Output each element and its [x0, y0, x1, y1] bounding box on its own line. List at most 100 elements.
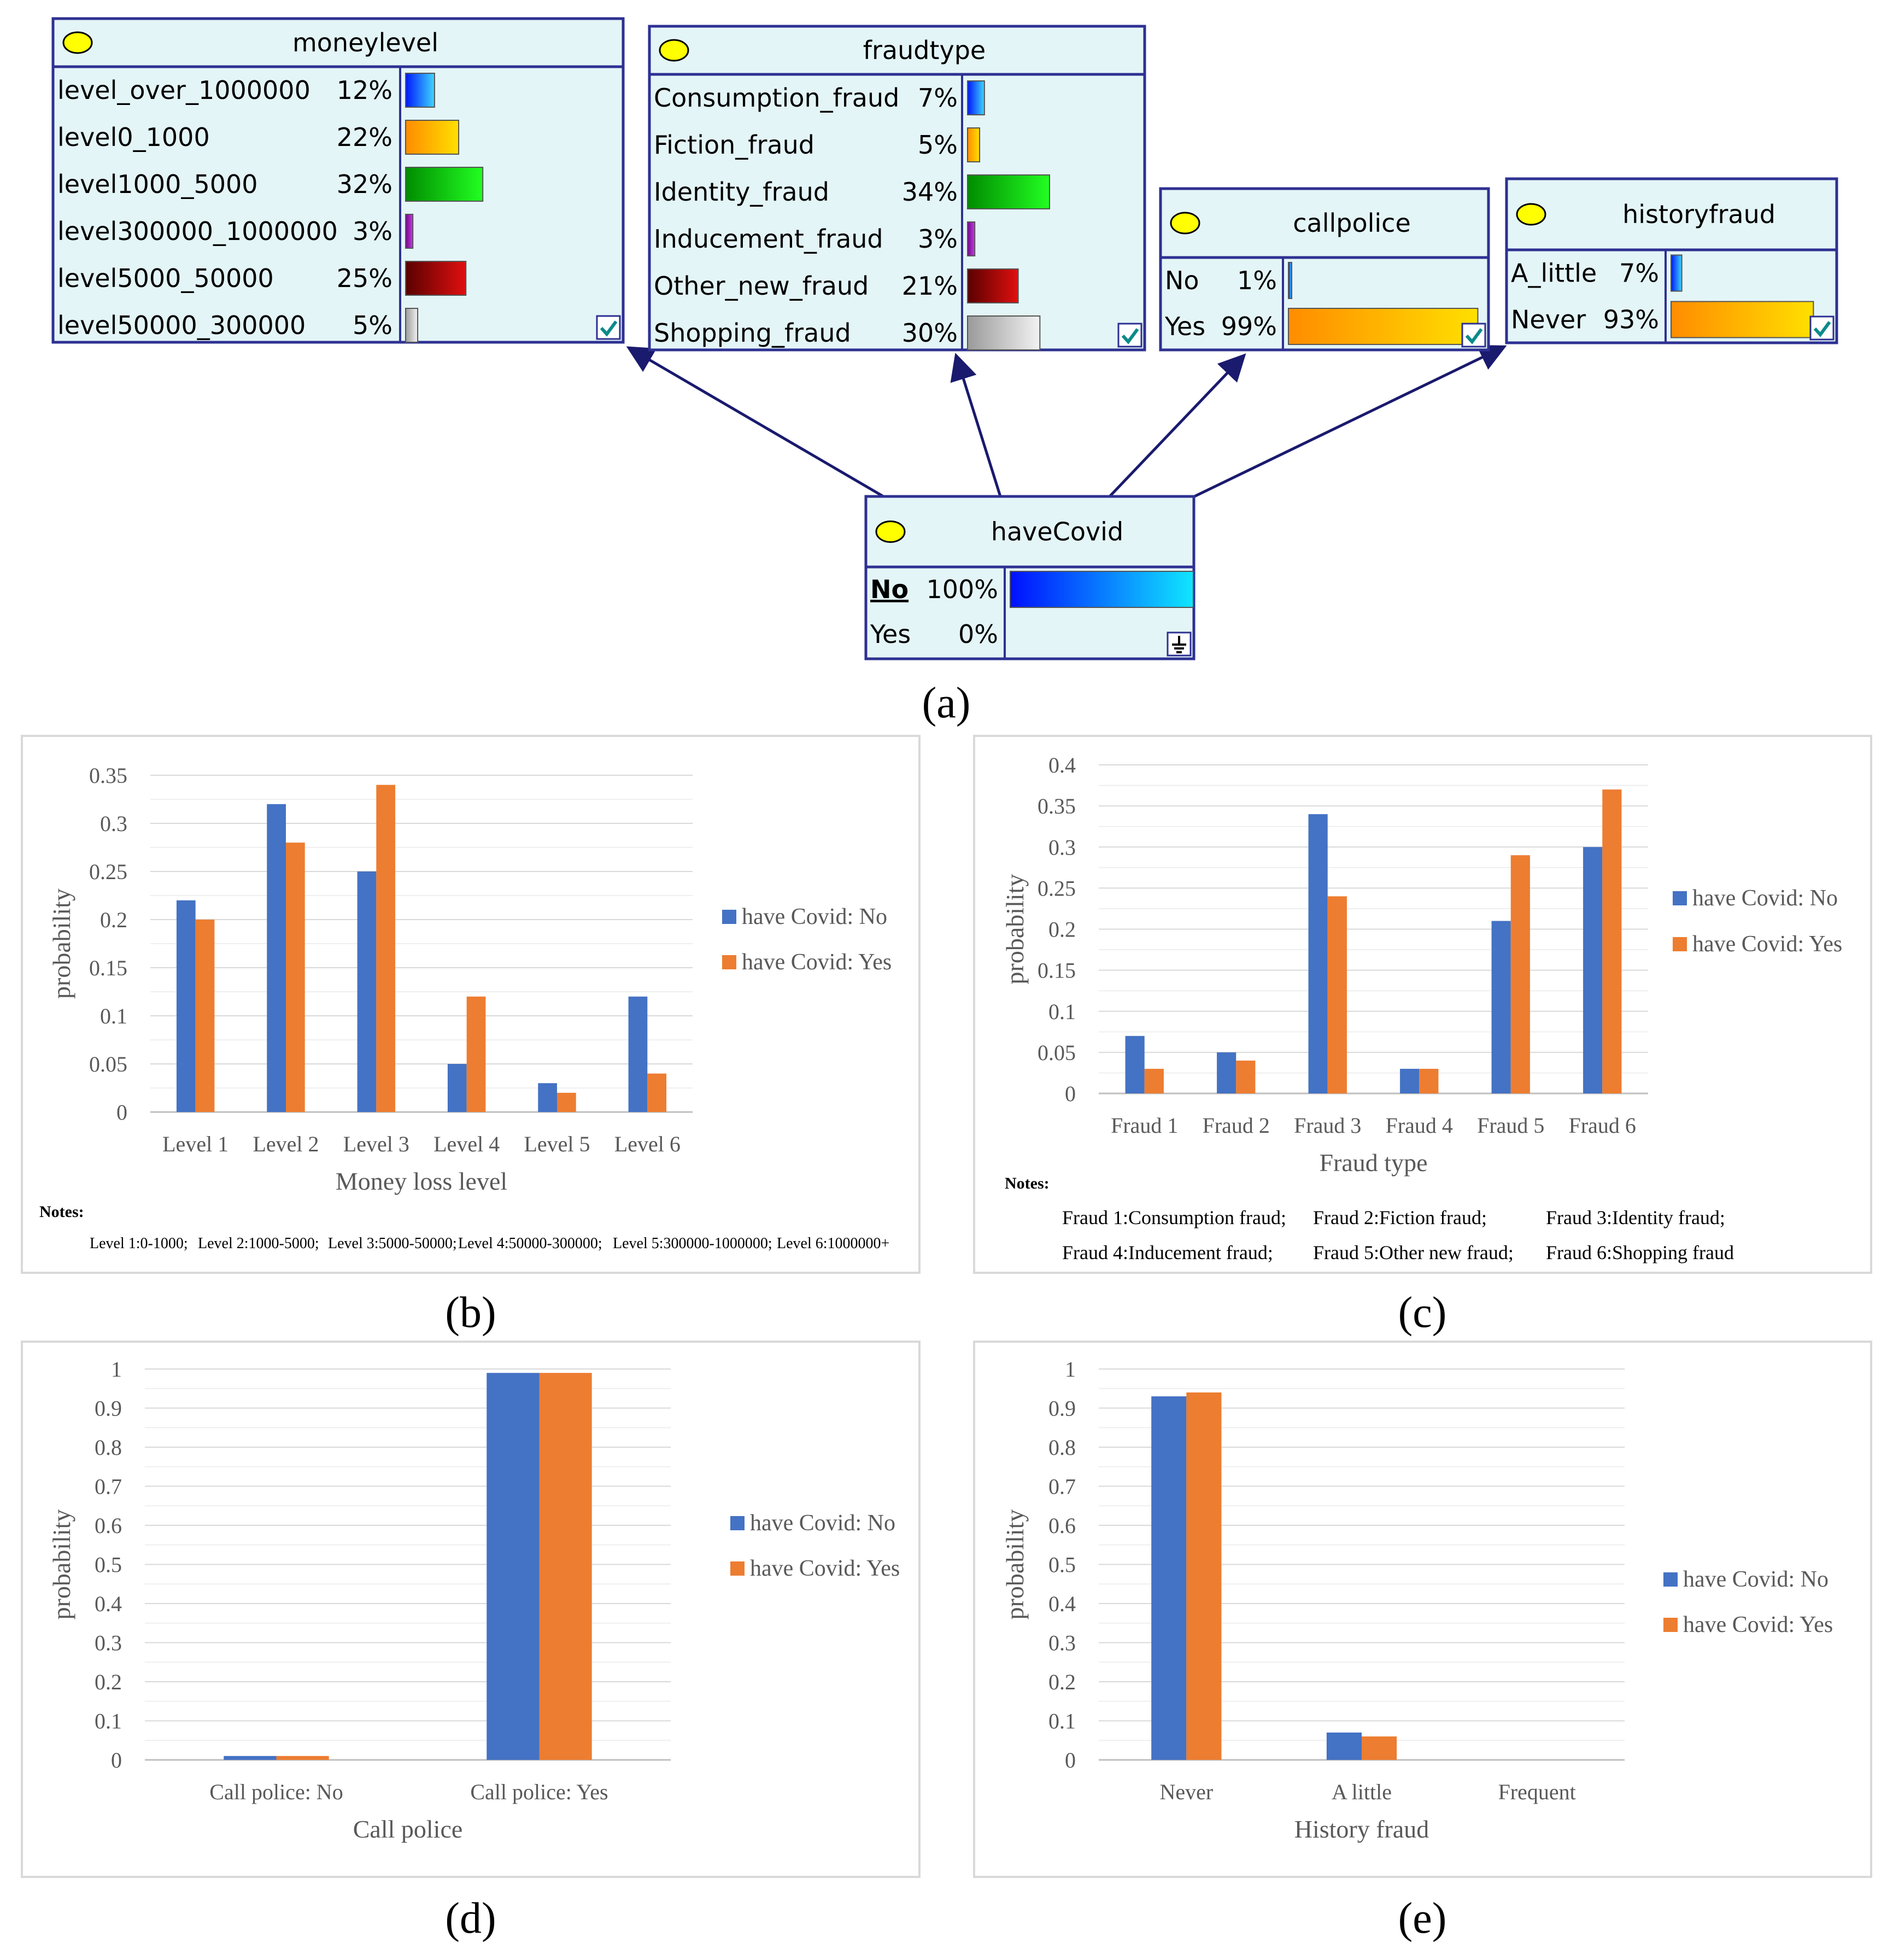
y-tick-label: 1: [111, 1357, 122, 1382]
bar-have-covid-no-level-3: [357, 871, 377, 1112]
node-state-pct: 12%: [337, 75, 392, 105]
y-tick-label: 0.05: [89, 1052, 127, 1076]
bar-have-covid-yes-never: [1186, 1392, 1222, 1760]
notes-title: Notes:: [1005, 1174, 1050, 1192]
panel-label-c: (c): [1398, 1289, 1447, 1337]
node-state-pct: 21%: [902, 271, 958, 301]
node-state-bar: [405, 308, 419, 343]
legend-label: have Covid: No: [1683, 1567, 1828, 1592]
bar-have-covid-yes-a-little: [1362, 1736, 1397, 1760]
node-state-bar: [967, 268, 1019, 303]
y-tick-label: 0.3: [1048, 835, 1076, 859]
edge-arrow-callpolice: [1109, 353, 1246, 498]
bar-have-covid-no-level-4: [447, 1064, 467, 1112]
legend-swatch-have-covid-no: [730, 1516, 745, 1530]
bar-have-covid-yes-fraud-3: [1327, 896, 1347, 1093]
y-tick-label: 0.5: [95, 1553, 122, 1577]
bar-have-covid-yes-fraud-4: [1419, 1068, 1439, 1093]
y-axis-title: probability: [48, 1510, 75, 1620]
node-state-label: Yes: [870, 619, 911, 649]
node-state-pct: 34%: [902, 177, 958, 207]
x-tick-label: Frequent: [1498, 1780, 1576, 1804]
legend-swatch-have-covid-yes: [730, 1561, 745, 1576]
checkmark-icon: [596, 315, 621, 340]
icon-frame: [596, 315, 621, 340]
bar-have-covid-yes-level-1: [195, 920, 215, 1112]
node-state-bar: [967, 221, 976, 256]
legend-swatch-have-covid-yes: [1663, 1618, 1678, 1632]
x-tick-label: Fraud 6: [1569, 1113, 1636, 1138]
legend-label: have Covid: No: [742, 904, 887, 929]
x-tick-label: Call police: No: [209, 1780, 343, 1804]
node-state-pct: 25%: [337, 264, 392, 293]
x-tick-label: Level 3: [343, 1132, 409, 1156]
y-tick-label: 0.25: [1038, 876, 1076, 900]
legend-label: have Covid: Yes: [1683, 1612, 1833, 1637]
evidence-icon: [1167, 631, 1192, 657]
x-tick-label: Call police: Yes: [470, 1780, 608, 1804]
y-tick-label: 0.9: [1048, 1396, 1076, 1421]
bar-have-covid-yes-fraud-1: [1144, 1068, 1164, 1093]
x-tick-label: Never: [1159, 1780, 1213, 1804]
node-state-label: Inducement_fraud: [654, 224, 883, 254]
legend-swatch-have-covid-no: [722, 910, 736, 924]
node-state-label: Consumption_fraud: [654, 83, 899, 113]
y-tick-label: 0.2: [1048, 917, 1076, 942]
y-tick-label: 0.4: [1048, 1592, 1076, 1616]
checkmark-stroke: [1813, 321, 1831, 337]
icon-frame: [1117, 323, 1142, 348]
y-tick-label: 0.35: [89, 763, 127, 788]
y-tick-label: 0.05: [1038, 1040, 1076, 1065]
node-state-bar: [1288, 262, 1292, 299]
y-tick-label: 0.7: [1048, 1475, 1076, 1499]
y-tick-label: 0.2: [1048, 1670, 1076, 1694]
x-tick-label: Level 2: [253, 1132, 319, 1156]
legend-swatch-have-covid-no: [1673, 891, 1687, 905]
y-axis-title: probability: [1001, 874, 1029, 985]
x-tick-label: Level 1: [162, 1132, 228, 1156]
node-title: moneylevel: [292, 28, 438, 57]
chart-frame-d: [21, 1341, 921, 1878]
node-state-label: level_over_1000000: [57, 75, 310, 105]
edge-arrow-moneylevel: [626, 346, 884, 498]
note-item: Fraud 2:Fiction fraud;: [1313, 1207, 1487, 1228]
y-tick-label: 1: [1065, 1357, 1076, 1382]
bar-have-covid-yes-level-2: [286, 842, 305, 1112]
y-tick-label: 0.7: [95, 1475, 122, 1499]
y-tick-label: 0.1: [1048, 999, 1076, 1024]
note-item: Level 3:5000-50000;: [328, 1235, 457, 1252]
y-tick-label: 0.1: [1048, 1709, 1076, 1734]
legend-swatch-have-covid-no: [1663, 1572, 1678, 1587]
y-tick-label: 0.4: [95, 1592, 122, 1616]
node-state-label: Yes: [1164, 312, 1205, 341]
bar-have-covid-yes-level-6: [647, 1073, 667, 1112]
node-state-label: No: [1165, 266, 1199, 295]
note-item: Level 1:0-1000;: [90, 1235, 188, 1252]
evidence-stroke: [1172, 636, 1186, 653]
bar-have-covid-no-a-little: [1326, 1732, 1362, 1760]
y-tick-label: 0.35: [1038, 794, 1076, 818]
legend-label: have Covid: Yes: [742, 950, 892, 975]
node-state-bar: [405, 261, 467, 296]
bar-have-covid-no-fraud-5: [1491, 921, 1511, 1093]
node-state-pct: 7%: [918, 83, 958, 113]
bar-have-covid-yes-fraud-5: [1510, 855, 1530, 1093]
y-tick-label: 0.6: [95, 1513, 122, 1538]
node-state-bar: [1010, 571, 1194, 608]
node-state-label: Identity_fraud: [654, 177, 829, 207]
node-state-pct: 3%: [918, 224, 958, 254]
y-tick-label: 0.1: [95, 1709, 122, 1734]
node-oval-icon: [1170, 212, 1200, 235]
y-tick-label: 0: [116, 1100, 127, 1125]
node-state-pct: 93%: [1603, 305, 1659, 335]
legend-swatch-have-covid-yes: [722, 955, 736, 969]
